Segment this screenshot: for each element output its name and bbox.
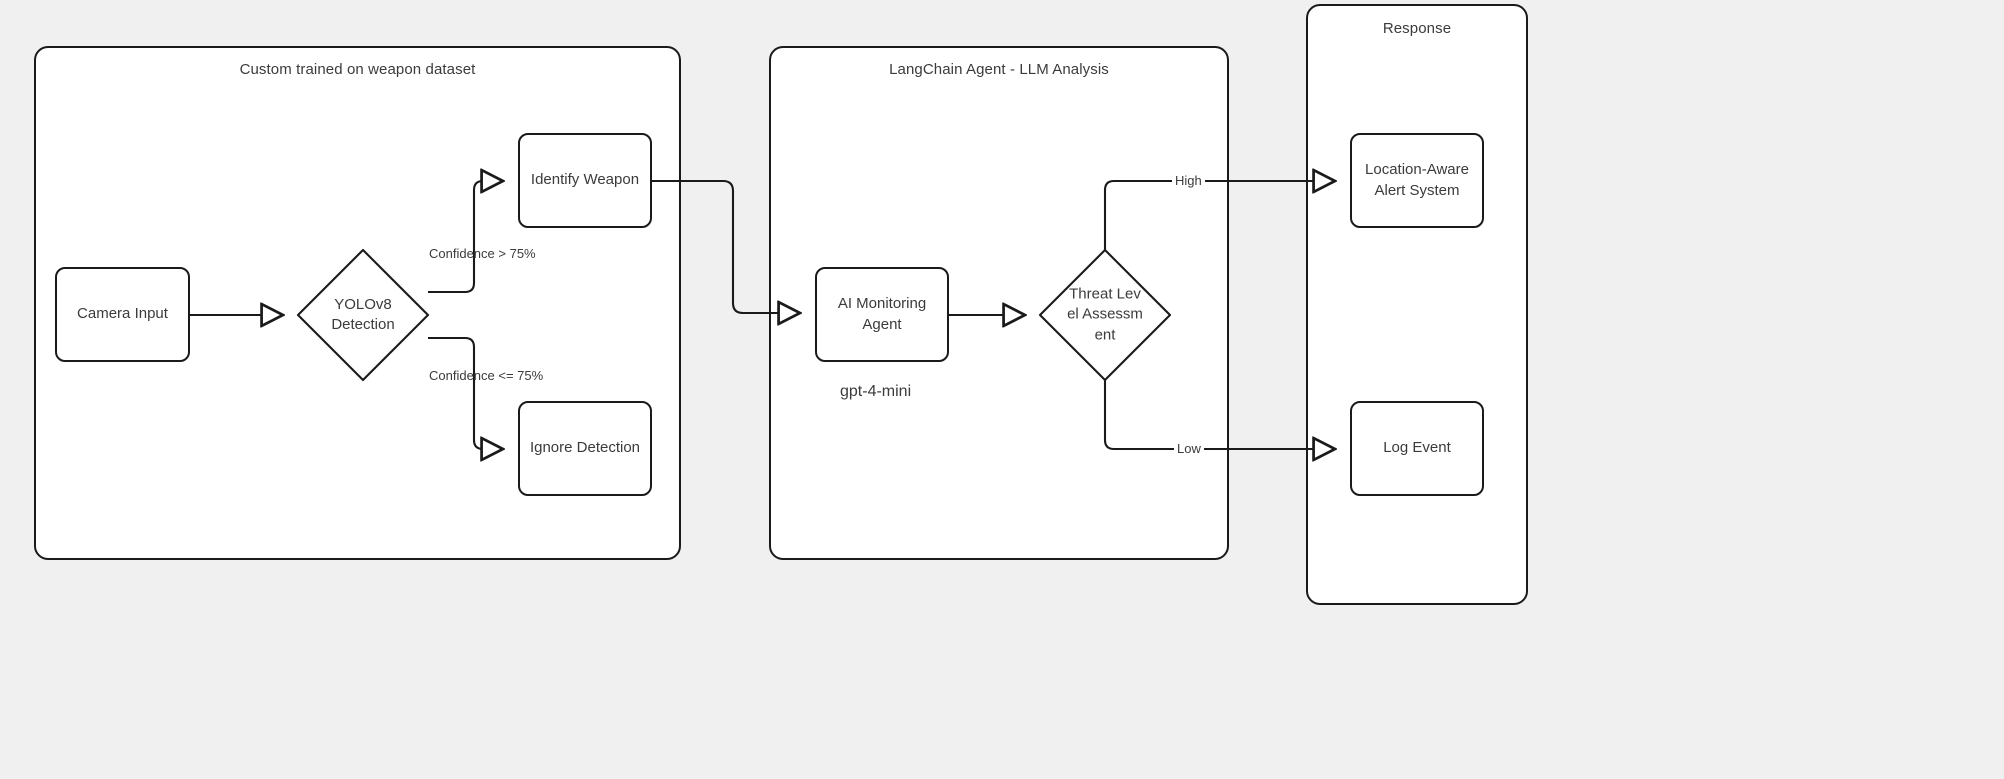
group-response[interactable] [1306,4,1528,605]
group-yolo-title: Custom trained on weapon dataset [239,61,476,78]
node-ignore-detection-label: Ignore Detection [529,439,641,457]
edge-label-threat-high: High [1172,173,1205,189]
node-yolov8-detection-label: YOLOv8 Detection [331,295,395,333]
node-threat-level[interactable]: Threat Level Assessment [1040,250,1170,380]
node-ai-monitoring-agent[interactable]: AI Monitoring Agent [815,267,949,362]
edge-label-confidence-low: Confidence <= 75% [429,368,544,383]
edge-label-confidence-high: Confidence > 75% [429,246,536,261]
node-location-alert-label: Location-Aware Alert System [1365,161,1469,199]
node-log-event-label: Log Event [1383,439,1451,457]
node-location-alert[interactable]: Location-Aware Alert System [1350,133,1484,228]
note-model-name: gpt-4-mini [840,383,912,400]
node-camera-input[interactable]: Camera Input [55,267,190,362]
node-identify-weapon-label: Identify Weapon [530,171,640,189]
node-yolov8-detection[interactable]: YOLOv8 Detection [298,250,428,380]
node-threat-level-label: Threat Level Assessment [1067,285,1143,344]
edge-label-threat-low: Low [1174,441,1204,457]
group-response-title: Response [1382,20,1452,37]
node-ignore-detection[interactable]: Ignore Detection [518,401,652,496]
node-identify-weapon[interactable]: Identify Weapon [518,133,652,228]
node-ai-monitoring-agent-label: AI Monitoring Agent [837,295,927,333]
group-langchain-title: LangChain Agent - LLM Analysis [889,61,1109,78]
node-log-event[interactable]: Log Event [1350,401,1484,496]
node-camera-input-label: Camera Input [77,305,168,323]
